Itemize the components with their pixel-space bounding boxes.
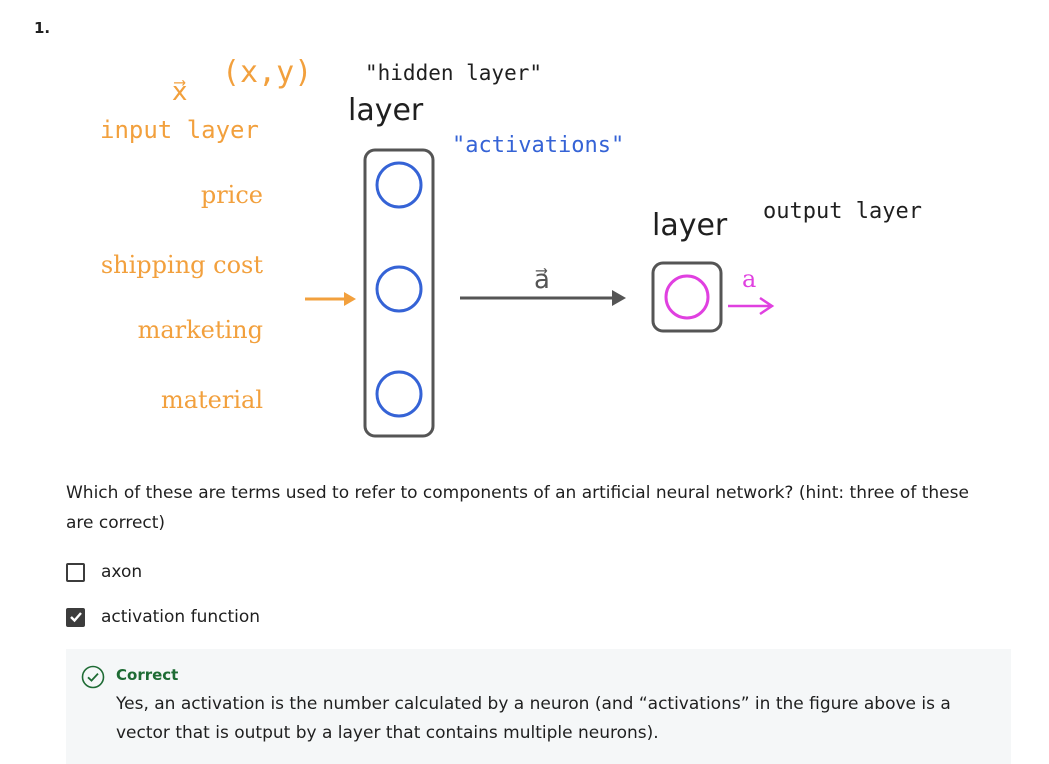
feedback-panel: Correct Yes, an activation is the number… [66, 649, 1011, 764]
feature-marketing: marketing [138, 316, 263, 344]
question-number: 1. [34, 19, 51, 37]
input-layer-label: input layer [100, 116, 259, 144]
input-arrow [305, 292, 356, 306]
checkbox-checked[interactable] [66, 607, 85, 627]
xy-label: (x,y) [222, 55, 312, 90]
hidden-layer-box [363, 148, 435, 438]
hidden-neuron-3 [375, 370, 423, 418]
output-layer-box [651, 261, 723, 333]
option-label: axon [101, 562, 143, 582]
output-a-label: a [742, 265, 756, 293]
feedback-text: Yes, an activation is the number calcula… [116, 694, 951, 743]
checkbox-unchecked[interactable] [66, 562, 85, 582]
output-arrow [728, 296, 775, 316]
checkmark-icon [69, 612, 82, 623]
output-layer-word: layer [652, 208, 728, 243]
hidden-neuron-1 [375, 161, 423, 209]
feature-shipping-cost: shipping cost [101, 251, 264, 279]
feature-material: material [161, 386, 263, 414]
feedback-status: Correct [116, 666, 179, 684]
neural-network-figure: x⃗ (x,y) "hidden layer" input layer laye… [80, 40, 1020, 460]
network-diagram: x⃗ (x,y) "hidden layer" input layer laye… [100, 55, 922, 438]
question-prompt: Which of these are terms used to refer t… [66, 483, 969, 533]
activation-arrow [460, 290, 626, 306]
feature-price: price [201, 181, 263, 209]
output-neuron [664, 274, 710, 320]
a-vector-label: a⃗ [534, 265, 550, 295]
option-axon[interactable]: axon [66, 562, 142, 582]
hidden-neuron-2 [375, 265, 423, 313]
output-layer-label: output layer [763, 199, 922, 224]
hidden-layer-label: layer [348, 93, 424, 128]
x-vector-label: x⃗ [172, 77, 187, 107]
activations-label: "activations" [452, 133, 624, 158]
hidden-layer-quote: "hidden layer" [365, 61, 542, 85]
option-activation-function[interactable]: activation function [66, 607, 260, 627]
option-label: activation function [101, 607, 261, 627]
check-circle-icon [81, 665, 105, 689]
